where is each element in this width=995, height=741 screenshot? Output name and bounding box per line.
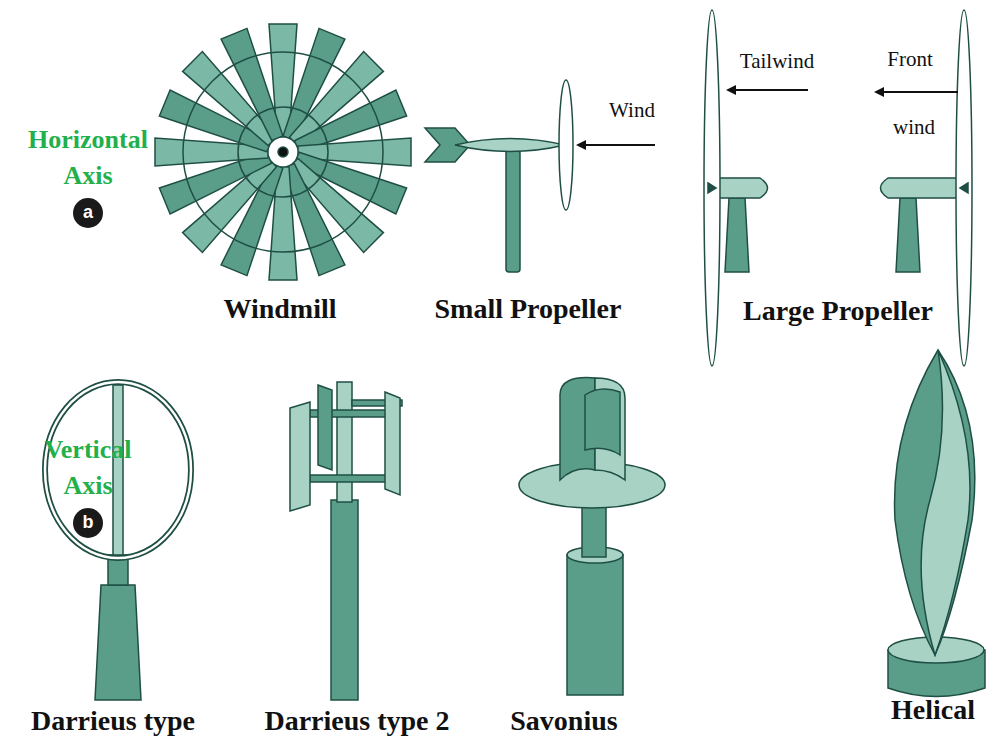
type-name: Darrieus type (31, 704, 195, 738)
h-darrieus-rotor (290, 382, 402, 700)
section-letter: a (83, 202, 93, 222)
helical-rotor (888, 350, 985, 697)
type-name: Large Propeller (743, 294, 933, 328)
axis-heading: Horizontal Axis (18, 122, 158, 194)
section-marker: b (73, 508, 103, 538)
wind-label: wind (893, 114, 935, 140)
section-marker: a (73, 198, 103, 228)
type-name: Darrieus type 2 (264, 704, 449, 738)
windmill-blade (221, 28, 290, 143)
savonius-rotor (519, 378, 665, 695)
type-name: Small Propeller (435, 292, 622, 326)
small-propeller (425, 80, 573, 272)
wind-label: Front (887, 46, 933, 72)
darrieus-rotor (45, 382, 191, 700)
section-letter: b (83, 512, 94, 532)
windmill-rotor (155, 24, 411, 280)
axis-heading: Vertical Axis (18, 432, 158, 504)
type-name: Windmill (223, 292, 336, 326)
type-name: Savonius (510, 704, 617, 738)
wind-label: Tailwind (740, 48, 814, 74)
type-name: Helical (891, 693, 975, 727)
wind-label: Wind (609, 97, 655, 123)
